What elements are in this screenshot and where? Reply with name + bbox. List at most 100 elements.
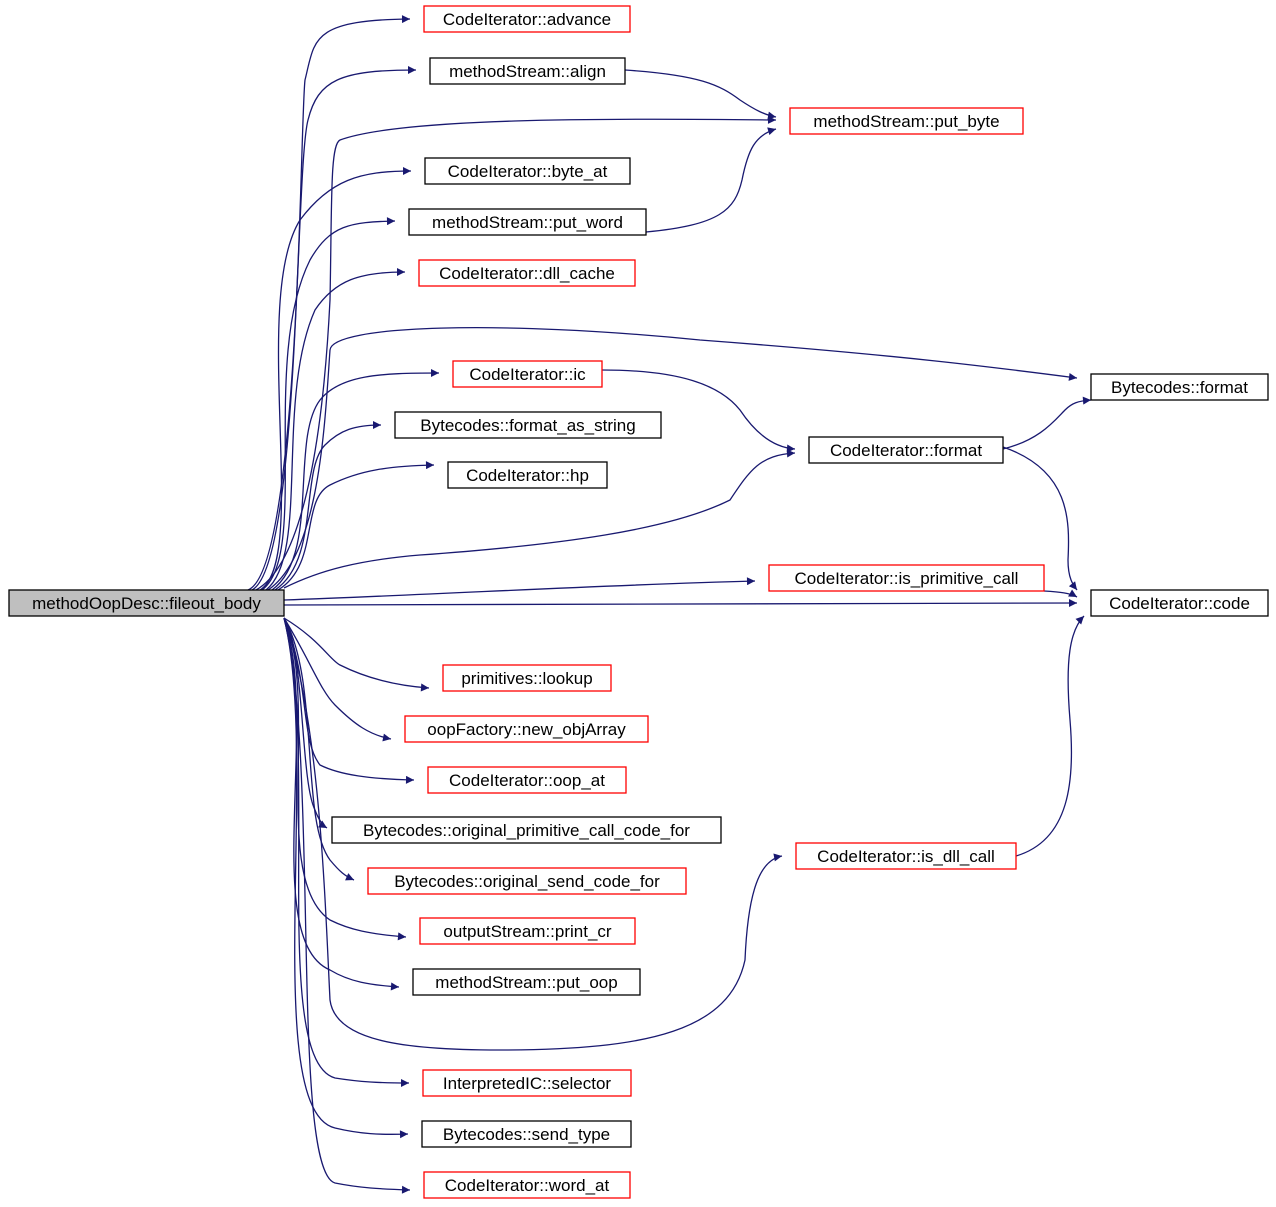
node-box	[423, 5, 631, 33]
edge-root-to-ci-format	[283, 449, 796, 589]
node-label: methodStream::put_oop	[435, 973, 617, 992]
node-label: CodeIterator::is_primitive_call	[795, 569, 1019, 588]
edges-layer	[247, 15, 1092, 1194]
node-ci-is-primitive-call[interactable]: CodeIterator::is_primitive_call	[768, 564, 1045, 592]
node-label: CodeIterator::dll_cache	[439, 264, 615, 283]
node-prim-lookup[interactable]: primitives::lookup	[442, 664, 612, 692]
edge-root-to-bc-orig-send	[283, 617, 355, 881]
node-label: CodeIterator::code	[1109, 594, 1250, 613]
node-bc-send-type[interactable]: Bytecodes::send_type	[421, 1120, 632, 1148]
node-root[interactable]: methodOopDesc::fileout_body	[8, 589, 285, 617]
node-label: Bytecodes::send_type	[443, 1125, 610, 1144]
node-box	[394, 411, 662, 439]
node-box	[789, 107, 1024, 135]
node-label: Bytecodes::format	[1111, 378, 1248, 397]
node-box	[412, 968, 641, 996]
edge-ci-format-to-ci-code	[1002, 446, 1078, 591]
edge-root-to-iic-selector	[283, 617, 410, 1087]
node-box	[408, 208, 647, 236]
node-ms-align[interactable]: methodStream::align	[429, 57, 626, 85]
node-label: CodeIterator::hp	[466, 466, 589, 485]
node-box	[768, 564, 1045, 592]
node-box	[427, 766, 627, 794]
node-box	[424, 157, 631, 185]
node-ci-oop-at[interactable]: CodeIterator::oop_at	[427, 766, 627, 794]
node-os-print-cr[interactable]: outputStream::print_cr	[419, 917, 636, 945]
node-label: CodeIterator::advance	[443, 10, 611, 29]
edge-ci-format-to-bc-format	[1002, 396, 1092, 450]
node-box	[421, 1120, 632, 1148]
node-ci-word-at[interactable]: CodeIterator::word_at	[423, 1171, 631, 1199]
node-label: CodeIterator::byte_at	[448, 162, 608, 181]
node-bc-format-as-string[interactable]: Bytecodes::format_as_string	[394, 411, 662, 439]
node-label: primitives::lookup	[461, 669, 592, 688]
node-box	[418, 259, 636, 287]
edge-root-to-ci-is-primitive-call	[283, 577, 756, 601]
node-ms-put-byte[interactable]: methodStream::put_byte	[789, 107, 1024, 135]
node-ci-is-dll-call[interactable]: CodeIterator::is_dll_call	[795, 842, 1017, 870]
node-label: Bytecodes::format_as_string	[420, 416, 635, 435]
node-label: Bytecodes::original_primitive_call_code_…	[363, 821, 690, 840]
node-label: methodStream::put_word	[432, 213, 623, 232]
node-box	[422, 1069, 632, 1097]
edge-root-to-of-new-objArray	[283, 617, 392, 742]
edge-root-to-ci-hp	[277, 461, 435, 591]
node-label: methodStream::put_byte	[813, 112, 999, 131]
nodes-layer: methodOopDesc::fileout_bodyCodeIterator:…	[8, 5, 1269, 1199]
node-ci-hp[interactable]: CodeIterator::hp	[447, 461, 608, 489]
edge-root-to-bc-format	[267, 327, 1078, 591]
node-label: CodeIterator::is_dll_call	[817, 847, 995, 866]
node-label: outputStream::print_cr	[443, 922, 612, 941]
node-ms-put-oop[interactable]: methodStream::put_oop	[412, 968, 641, 996]
node-iic-selector[interactable]: InterpretedIC::selector	[422, 1069, 632, 1097]
node-label: InterpretedIC::selector	[443, 1074, 612, 1093]
edge-root-to-ci-ic	[271, 369, 440, 591]
edge-ci-ic-to-ci-format	[601, 369, 796, 453]
edge-root-to-prim-lookup	[283, 617, 430, 692]
edge-root-to-ci-advance	[247, 15, 411, 591]
edge-root-to-ci-byte-at	[259, 167, 412, 591]
node-bc-format[interactable]: Bytecodes::format	[1090, 373, 1269, 401]
node-box	[442, 664, 612, 692]
node-box	[419, 917, 636, 945]
node-ci-dll-cache[interactable]: CodeIterator::dll_cache	[418, 259, 636, 287]
node-label: CodeIterator::format	[830, 441, 982, 460]
node-box	[808, 436, 1004, 464]
edge-root-to-ms-align	[251, 66, 417, 591]
node-ci-ic[interactable]: CodeIterator::ic	[452, 360, 603, 388]
node-box	[331, 816, 722, 844]
node-ms-put-word[interactable]: methodStream::put_word	[408, 208, 647, 236]
edge-ms-put-word-to-ms-put-byte	[645, 127, 777, 233]
node-label: CodeIterator::oop_at	[449, 771, 605, 790]
node-box	[447, 461, 608, 489]
edge-ci-is-primitive-call-to-ci-code	[1043, 589, 1078, 598]
node-ci-byte-at[interactable]: CodeIterator::byte_at	[424, 157, 631, 185]
edge-root-to-bc-send-type	[283, 617, 409, 1139]
node-box	[429, 57, 626, 85]
node-box	[8, 589, 285, 617]
node-box	[423, 1171, 631, 1199]
edge-root-to-ci-is-dll-call	[283, 617, 783, 1051]
node-box	[1090, 589, 1269, 617]
edge-root-to-ms-put-byte	[255, 115, 777, 591]
edge-root-to-ci-code	[283, 599, 1078, 608]
node-ci-advance[interactable]: CodeIterator::advance	[423, 5, 631, 33]
node-bc-orig-send[interactable]: Bytecodes::original_send_code_for	[367, 867, 687, 895]
node-label: methodStream::align	[449, 62, 606, 81]
node-box	[1090, 373, 1269, 401]
edge-ci-is-dll-call-to-ci-code	[1015, 615, 1085, 857]
node-bc-orig-prim[interactable]: Bytecodes::original_primitive_call_code_…	[331, 816, 722, 844]
node-label: CodeIterator::ic	[469, 365, 586, 384]
node-box	[452, 360, 603, 388]
node-of-new-objArray[interactable]: oopFactory::new_objArray	[404, 715, 649, 743]
edge-ms-align-to-ms-put-byte	[624, 69, 777, 120]
edge-root-to-ci-oop-at	[283, 617, 415, 784]
node-box	[404, 715, 649, 743]
node-label: oopFactory::new_objArray	[427, 720, 626, 739]
node-label: CodeIterator::word_at	[445, 1176, 610, 1195]
node-ci-format[interactable]: CodeIterator::format	[808, 436, 1004, 464]
edge-root-to-ci-word-at	[283, 617, 411, 1194]
node-ci-code[interactable]: CodeIterator::code	[1090, 589, 1269, 617]
node-label: Bytecodes::original_send_code_for	[394, 872, 660, 891]
